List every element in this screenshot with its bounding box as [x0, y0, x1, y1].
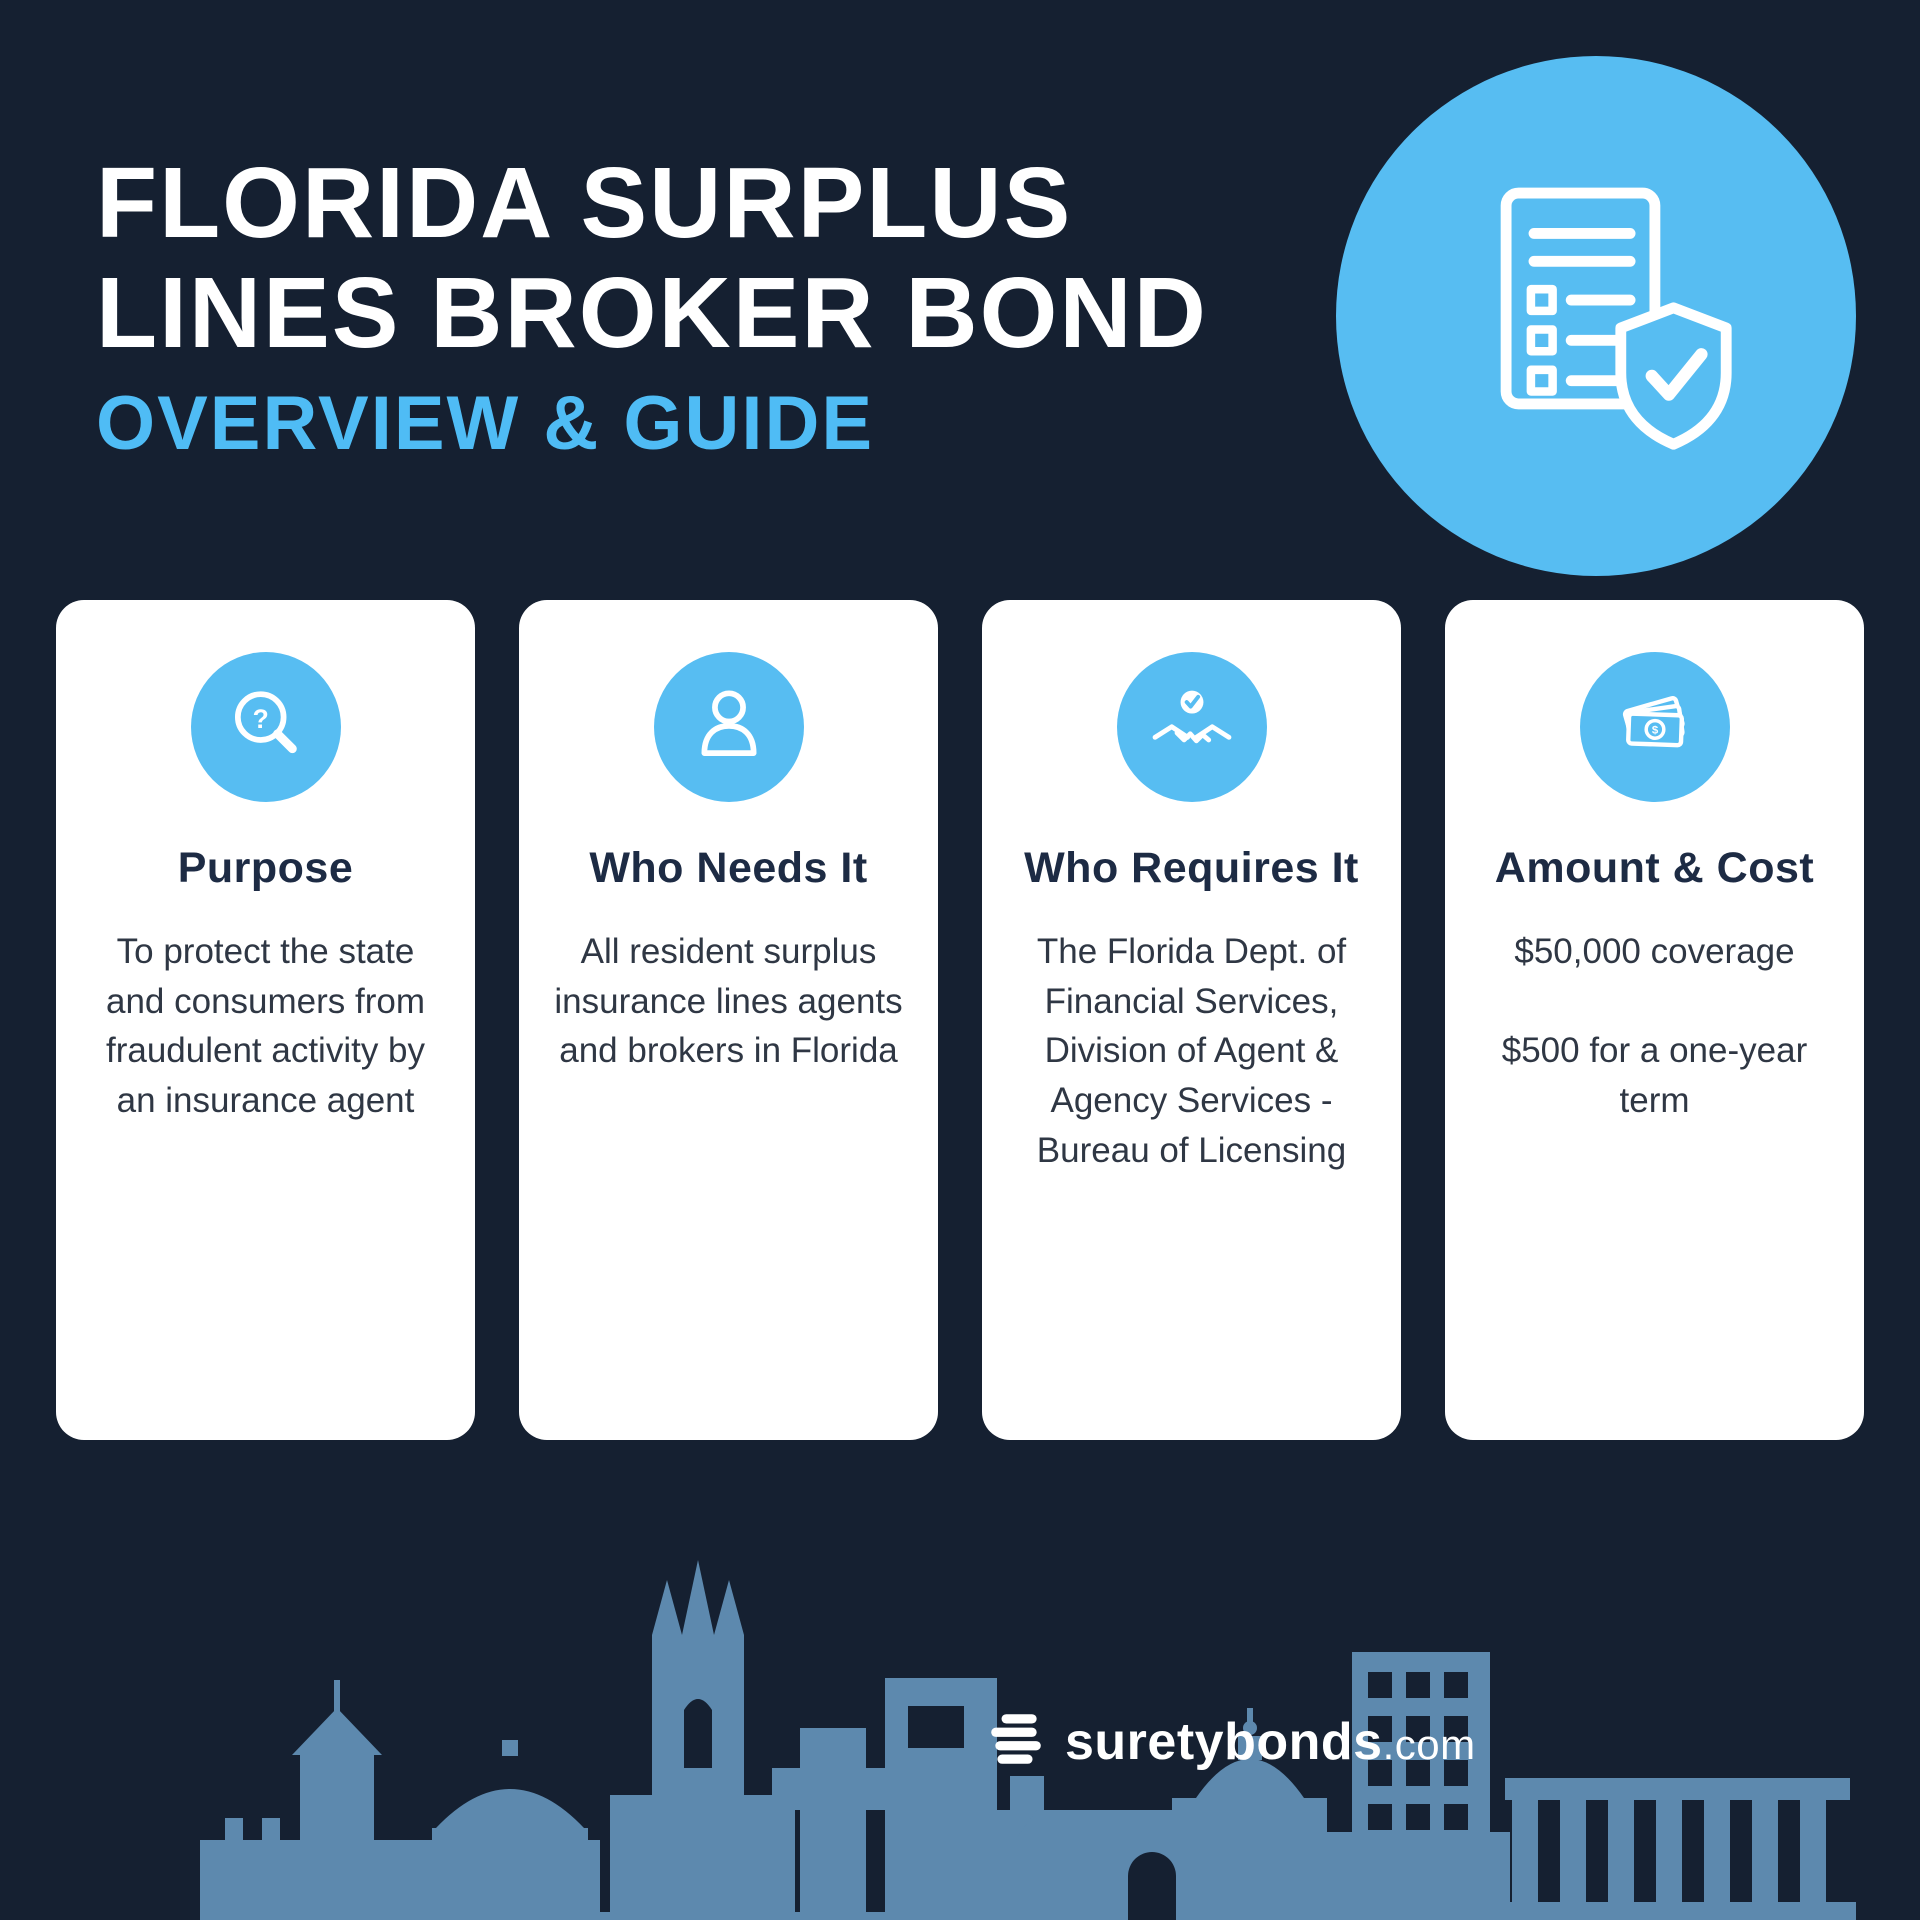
suretybonds-logo-icon — [985, 1708, 1047, 1775]
brand-logo: suretybonds.com — [985, 1708, 1476, 1775]
card-who-requires-it: Who Requires It The Florida Dept. of Fin… — [982, 600, 1401, 1440]
card-purpose: ? Purpose To protect the state and consu… — [56, 600, 475, 1440]
svg-text:?: ? — [252, 703, 268, 733]
card-body: The Florida Dept. of Financial Services,… — [1036, 932, 1347, 1170]
brand-name: suretybonds.com — [1065, 1712, 1476, 1772]
amount-icon-circle: $ — [1579, 652, 1730, 802]
header: FLORIDA SURPLUS LINES BROKER BOND OVERVI… — [96, 148, 1208, 467]
card-title: Who Requires It — [1024, 844, 1359, 892]
page-title-line-2: LINES BROKER BOND — [96, 257, 1208, 369]
svg-text:$: $ — [1651, 724, 1658, 736]
handshake-check-icon — [1148, 681, 1236, 774]
card-amount-cost: $ Amount & Cost $50,000 coverage $500 fo… — [1445, 600, 1864, 1440]
card-body: $50,000 coverage $500 for a one-year ter… — [1501, 932, 1808, 1121]
who-needs-icon-circle — [653, 652, 804, 802]
city-skyline-illustration — [200, 1560, 1856, 1920]
info-cards-row: ? Purpose To protect the state and consu… — [56, 600, 1864, 1440]
card-body: To protect the state and consumers from … — [105, 932, 426, 1121]
brand-name-suffix: .com — [1382, 1720, 1476, 1768]
document-shield-check-icon — [1441, 159, 1751, 474]
card-title: Purpose — [177, 844, 354, 892]
person-icon — [685, 681, 773, 774]
card-title: Who Needs It — [589, 844, 868, 892]
magnifier-question-icon: ? — [222, 681, 310, 774]
card-title: Amount & Cost — [1494, 844, 1815, 892]
hero-badge-circle — [1336, 56, 1856, 576]
who-requires-icon-circle — [1116, 652, 1267, 802]
page-subtitle: OVERVIEW & GUIDE — [96, 381, 875, 466]
money-bills-icon: $ — [1611, 681, 1699, 774]
purpose-icon-circle: ? — [190, 652, 341, 802]
card-body: All resident surplus insurance lines age… — [554, 932, 903, 1071]
brand-name-main: suretybonds — [1065, 1712, 1383, 1771]
card-who-needs-it: Who Needs It All resident surplus insura… — [519, 600, 938, 1440]
page-title-line-1: FLORIDA SURPLUS — [96, 147, 1073, 259]
